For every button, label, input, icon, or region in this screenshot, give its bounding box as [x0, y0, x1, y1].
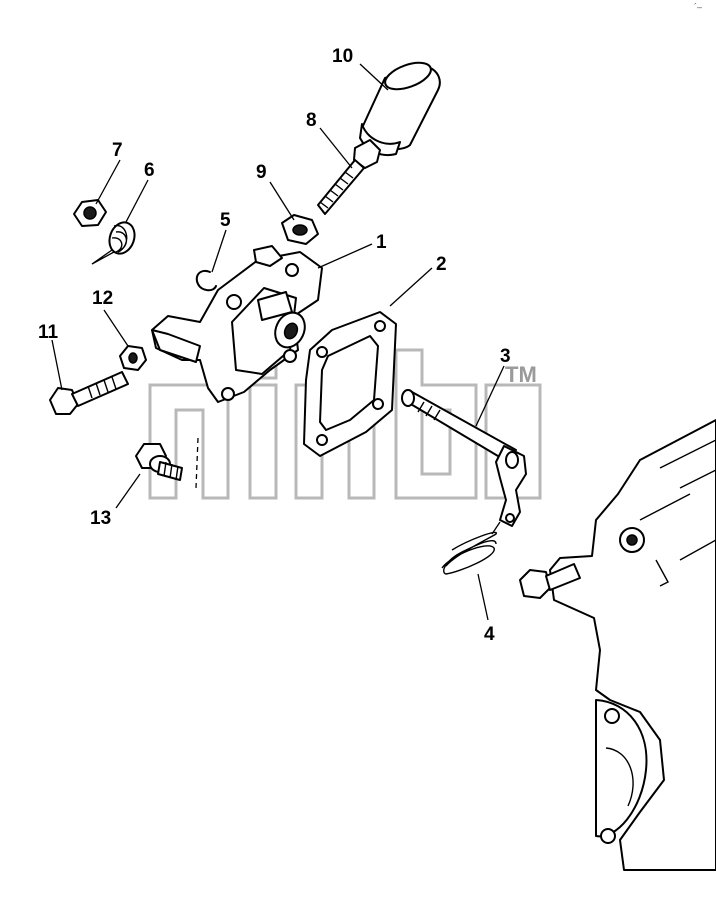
callout-7: 7	[112, 140, 123, 161]
callout-6: 6	[144, 160, 155, 181]
callout-labels: 10 8 9 7 6 5 1 2 3 4 12 11 13	[38, 46, 511, 645]
leader-5	[211, 229, 227, 273]
leader-13	[115, 473, 141, 509]
callout-12: 12	[92, 288, 113, 309]
leader-11	[51, 339, 63, 391]
leader-4	[477, 573, 489, 621]
callout-2: 2	[436, 254, 447, 275]
watermark-tm: TM	[505, 362, 537, 387]
leader-2	[389, 267, 433, 307]
callout-5: 5	[220, 210, 231, 231]
leader-lines	[51, 63, 505, 621]
part-4-spring	[441, 521, 501, 575]
leader-3	[475, 365, 505, 427]
part-5-clip	[195, 270, 217, 292]
callout-10: 10	[332, 46, 353, 67]
leader-1	[317, 243, 373, 269]
leader-10	[359, 63, 389, 91]
callout-13: 13	[90, 508, 111, 529]
leader-7	[95, 159, 121, 205]
leader-8	[319, 127, 353, 169]
part-11-bolt	[49, 371, 129, 415]
part-13-bolt	[135, 443, 183, 481]
callout-11: 11	[38, 322, 59, 343]
callout-3: 3	[500, 346, 511, 367]
part-10-cap	[359, 61, 441, 156]
part-6-torsion-spring	[91, 221, 136, 265]
part-3-shaft-lever	[401, 389, 527, 527]
part-9-nut	[281, 214, 319, 245]
callout-4: 4	[484, 624, 495, 645]
part-7-nut	[73, 199, 107, 227]
callout-9: 9	[256, 162, 267, 183]
alignment-dashed-line	[195, 437, 199, 489]
callout-1: 1	[376, 232, 387, 253]
leader-9	[269, 181, 295, 221]
part-8-bolt	[317, 139, 381, 215]
leader-6	[125, 179, 149, 223]
part-12-nut	[119, 345, 147, 371]
leader-12	[103, 309, 129, 347]
corner-mark: ´–	[694, 2, 702, 12]
callout-8: 8	[306, 110, 317, 131]
engine-block-fragment	[519, 419, 716, 871]
part-1-housing	[151, 245, 323, 403]
part-2-gasket	[303, 311, 397, 457]
